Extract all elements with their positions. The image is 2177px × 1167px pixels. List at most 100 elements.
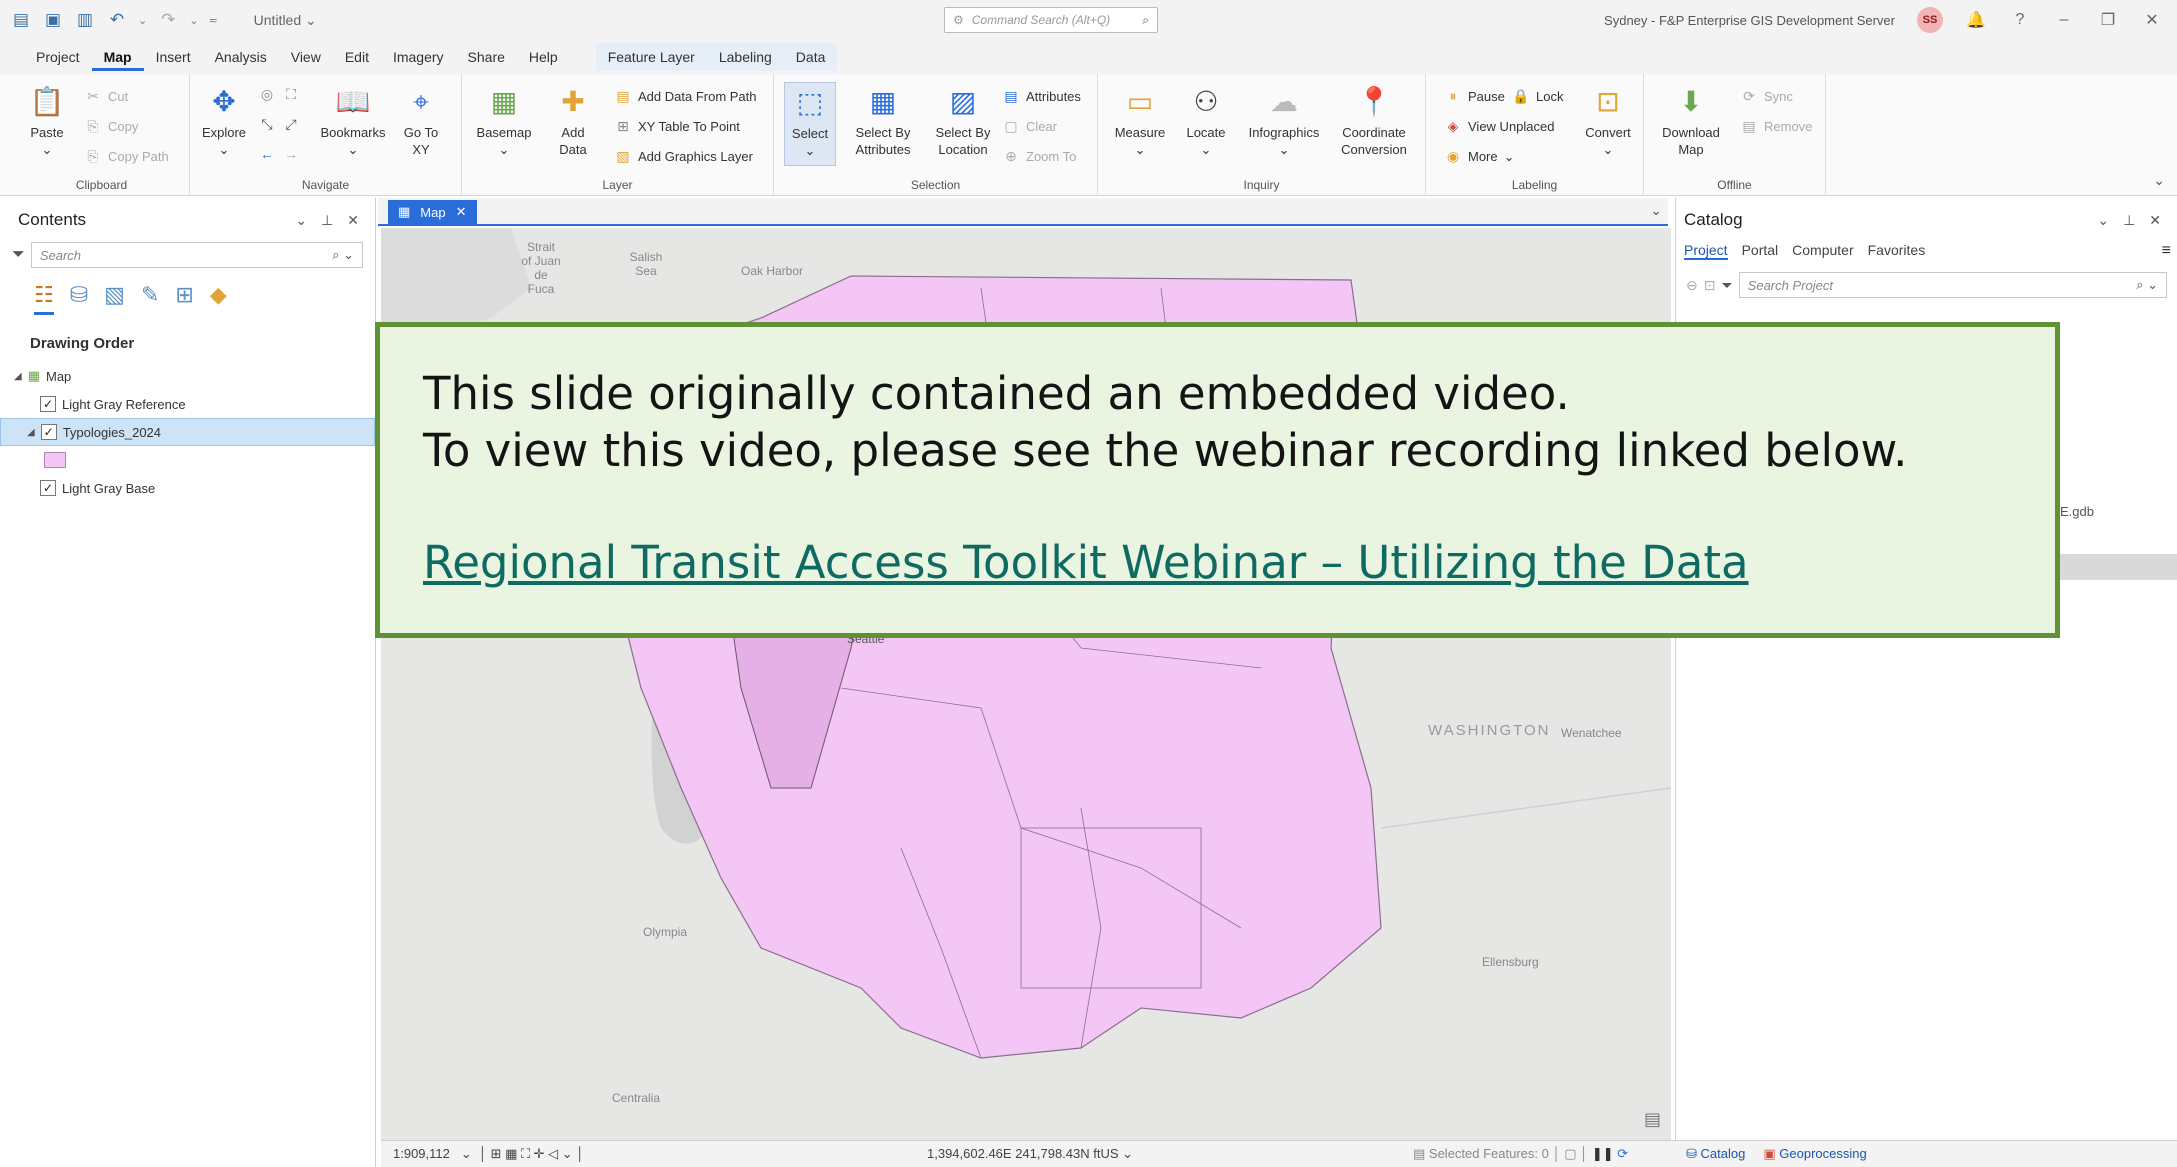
selected-features-status[interactable]: ▤ Selected Features: 0 │ ▢ │ ❚❚ ⟳: [1413, 1146, 1629, 1161]
measure-button[interactable]: ▭ Measure ⌄: [1112, 82, 1168, 158]
close-tab-icon[interactable]: ✕: [455, 204, 467, 219]
coordinate-readout[interactable]: 1,394,602.46E 241,798.43N ftUS ⌄: [927, 1146, 1134, 1161]
server-label[interactable]: Sydney - F&P Enterprise GIS Development …: [1604, 12, 1895, 28]
convert-button[interactable]: ⊡ Convert ⌄: [1580, 82, 1636, 158]
new-project-icon[interactable]: ▤: [12, 10, 30, 29]
copy-button[interactable]: ⎘Copy: [84, 118, 138, 135]
explore-button[interactable]: ✥ Explore ⌄: [194, 82, 254, 158]
add-graphics-layer-button[interactable]: ▧Add Graphics Layer: [614, 148, 753, 165]
catalog-tab-project[interactable]: Project: [1684, 242, 1728, 260]
add-data-button[interactable]: ✚ Add Data: [550, 82, 596, 158]
filter-icon[interactable]: ⏷: [12, 246, 25, 263]
redo-icon[interactable]: ↷: [161, 10, 176, 29]
customize-qat-icon[interactable]: ≂: [208, 14, 218, 27]
select-button[interactable]: ⬚ Select ⌄: [784, 82, 836, 166]
tab-labeling[interactable]: Labeling: [718, 49, 772, 65]
attributes-button[interactable]: ▤Attributes: [1002, 88, 1081, 105]
zoom-in-out[interactable]: ⤡⤢: [258, 116, 300, 133]
back-icon[interactable]: ⊖: [1686, 276, 1698, 293]
lock-labeling-button[interactable]: 🔒Lock: [1512, 88, 1563, 105]
list-by-data-source-icon[interactable]: ⛁: [69, 282, 89, 307]
download-map-button[interactable]: ⬇ Download Map: [1658, 82, 1724, 158]
basemap-button[interactable]: ▦ Basemap ⌄: [474, 82, 534, 158]
tree-item-typologies-2024[interactable]: ◢ ✓ Typologies_2024: [0, 418, 375, 446]
tab-map[interactable]: Map: [91, 43, 144, 71]
tab-list-dropdown-icon[interactable]: ⌄: [1650, 202, 1662, 218]
pause-labeling-button[interactable]: ⏸Pause: [1444, 88, 1505, 105]
add-data-from-path-button[interactable]: ▤Add Data From Path: [614, 88, 756, 105]
webinar-recording-link[interactable]: Regional Transit Access Toolkit Webinar …: [423, 536, 1749, 589]
tab-data[interactable]: Data: [795, 49, 826, 65]
minimize-icon[interactable]: –: [2059, 11, 2069, 28]
visibility-checkbox[interactable]: ✓: [40, 396, 56, 412]
pause-drawing-icon[interactable]: ❚❚: [1591, 1146, 1614, 1161]
paste-button[interactable]: 📋 Paste ⌄: [22, 82, 72, 158]
list-by-editing-icon[interactable]: ✎: [140, 282, 160, 307]
pane-options-icon[interactable]: ⌄: [295, 211, 308, 228]
go-to-xy-button[interactable]: ⌖ Go To XY: [396, 82, 446, 158]
list-by-snapping-icon[interactable]: ⊞: [175, 282, 194, 307]
tab-analysis[interactable]: Analysis: [214, 49, 267, 65]
catalog-menu-icon[interactable]: ≡: [2161, 242, 2171, 259]
tab-insert[interactable]: Insert: [155, 49, 191, 65]
catalog-search-input[interactable]: Search Project ⌕ ⌄: [1738, 272, 2167, 298]
zoom-to-selection-button[interactable]: ⊕Zoom To: [1002, 148, 1076, 165]
polygon-symbol-swatch[interactable]: [44, 452, 66, 468]
tab-view[interactable]: View: [290, 49, 321, 65]
pin-icon[interactable]: ⊥: [2123, 211, 2136, 228]
contents-search-input[interactable]: Search ⌕ ⌄: [30, 242, 363, 268]
previous-next-extent[interactable]: ←→: [258, 146, 300, 162]
help-icon[interactable]: ?: [2015, 11, 2025, 28]
filter-icon[interactable]: ⏷: [1721, 276, 1733, 293]
close-pane-icon[interactable]: ✕: [347, 211, 359, 228]
tab-help[interactable]: Help: [528, 49, 558, 65]
tab-share[interactable]: Share: [467, 49, 505, 65]
pin-icon[interactable]: ⊥: [321, 211, 334, 228]
notifications-bell-icon[interactable]: 🔔: [1966, 12, 1986, 29]
redo-dropdown-icon[interactable]: ⌄: [189, 14, 199, 27]
cut-button[interactable]: ✂Cut: [84, 88, 128, 105]
save-icon[interactable]: ▥: [76, 10, 94, 29]
tree-item-light-gray-base[interactable]: ✓ Light Gray Base: [0, 474, 375, 502]
catalog-scrollbar[interactable]: [2059, 554, 2177, 580]
catalog-tab-computer[interactable]: Computer: [1792, 242, 1854, 258]
scale-selector[interactable]: 1:909,112 ⌄ │ ⊞ ▦ ⛶ ✛ ◁ ⌄ │: [393, 1146, 585, 1161]
bookmarks-button[interactable]: 📖 Bookmarks ⌄: [318, 82, 388, 158]
footer-tab-geoprocessing[interactable]: ▣ Geoprocessing: [1763, 1146, 1866, 1162]
select-by-location-button[interactable]: ▨ Select By Location: [928, 82, 998, 158]
user-avatar[interactable]: SS: [1917, 7, 1943, 33]
refresh-icon[interactable]: ⟳: [1617, 1146, 1629, 1161]
coordinate-conversion-button[interactable]: 📍 Coordinate Conversion: [1334, 82, 1414, 158]
view-unplaced-button[interactable]: ◈View Unplaced: [1444, 118, 1555, 135]
close-pane-icon[interactable]: ✕: [2149, 211, 2161, 228]
infographics-button[interactable]: ☁ Infographics ⌄: [1244, 82, 1324, 158]
tree-item-map[interactable]: ◢ ▦ Map: [0, 362, 375, 390]
undo-icon[interactable]: ↶: [109, 10, 125, 29]
catalog-tab-favorites[interactable]: Favorites: [1867, 242, 1926, 258]
expand-icon[interactable]: ◢: [14, 370, 22, 382]
clear-selection-button[interactable]: ▢Clear: [1002, 118, 1057, 135]
list-by-drawing-order-icon[interactable]: ☷: [34, 282, 54, 315]
footer-tab-catalog[interactable]: ⛁ Catalog: [1686, 1146, 1745, 1162]
tab-feature-layer[interactable]: Feature Layer: [607, 49, 695, 65]
undo-dropdown-icon[interactable]: ⌄: [138, 14, 148, 27]
expand-icon[interactable]: ◢: [27, 426, 35, 438]
locate-button[interactable]: ⚇ Locate ⌄: [1182, 82, 1230, 158]
map-view-tab[interactable]: ▦ Map ✕: [388, 200, 477, 224]
pane-options-icon[interactable]: ⌄: [2097, 211, 2110, 228]
restore-icon[interactable]: ❐: [2100, 12, 2116, 29]
collapse-ribbon-icon[interactable]: ⌄: [2153, 172, 2165, 188]
home-icon[interactable]: ⊡: [1703, 276, 1716, 293]
close-icon[interactable]: ✕: [2145, 12, 2159, 29]
more-labeling-button[interactable]: ◉More⌄: [1444, 148, 1515, 165]
tab-project[interactable]: Project: [36, 49, 80, 65]
zoom-tools[interactable]: ◎⛶: [258, 86, 300, 103]
tree-item-light-gray-reference[interactable]: ✓ Light Gray Reference: [0, 390, 375, 418]
xy-table-to-point-button[interactable]: ⊞XY Table To Point: [614, 118, 740, 135]
document-title[interactable]: Untitled ⌄: [253, 11, 317, 28]
list-by-labeling-icon[interactable]: ◆: [209, 282, 227, 307]
copy-path-button[interactable]: ⎘Copy Path: [84, 148, 168, 165]
tab-imagery[interactable]: Imagery: [392, 49, 444, 65]
geodatabase-item-label[interactable]: E.gdb: [2060, 504, 2094, 519]
visibility-checkbox[interactable]: ✓: [40, 480, 56, 496]
